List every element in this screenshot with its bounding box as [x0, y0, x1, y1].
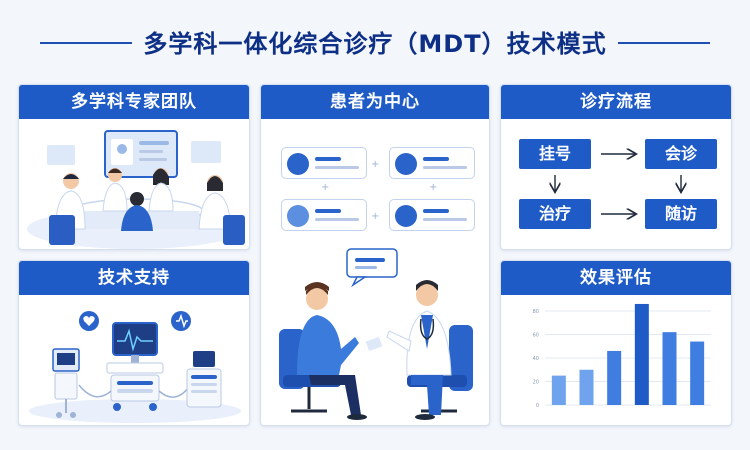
- medical-equipment-illustration: [29, 311, 241, 423]
- panel-evaluation-title: 效果评估: [501, 261, 731, 295]
- process-step-treatment: 治疗: [519, 199, 591, 229]
- info-card-record: [389, 147, 475, 179]
- doctor-patient-consultation-illustration: [279, 248, 473, 420]
- info-card-patient: [281, 147, 367, 179]
- connector-dot: +: [371, 159, 380, 170]
- connector-dot: +: [321, 182, 330, 193]
- title-right-rule: [618, 42, 710, 44]
- panel-tech: 技术支持: [18, 260, 250, 426]
- panel-team: 多学科专家团队: [18, 84, 250, 250]
- y-tick-label: 20: [533, 380, 539, 386]
- panel-evaluation: 效果评估 0 20 40 60 80: [500, 260, 732, 426]
- patient-icon: [287, 153, 309, 175]
- panel-team-title: 多学科专家团队: [19, 85, 249, 119]
- info-card-care: [389, 199, 475, 231]
- info-card-profile: [281, 199, 367, 231]
- chart-bar: [607, 350, 622, 405]
- evaluation-bar-chart: 0 20 40 60 80: [533, 303, 711, 409]
- panel-patient: 患者为中心 + + + +: [260, 84, 490, 426]
- chart-bar: [579, 369, 594, 405]
- title-left-rule: [40, 42, 132, 44]
- header: 多学科一体化综合诊疗（MDT）技术模式: [0, 0, 750, 72]
- clipboard-icon: [395, 153, 417, 175]
- y-tick-label: 60: [533, 333, 539, 339]
- heart-shield-icon: [395, 205, 417, 227]
- process-arrows: [501, 119, 732, 250]
- panel-tech-title: 技术支持: [19, 261, 249, 295]
- y-tick-label: 40: [533, 356, 539, 362]
- chart-bar: [662, 332, 677, 405]
- chart-bar: [690, 341, 705, 405]
- panel-process-title: 诊疗流程: [501, 85, 731, 119]
- process-step-register: 挂号: [519, 139, 591, 169]
- y-tick-label: 80: [533, 309, 539, 315]
- connector-dot: +: [371, 211, 380, 222]
- panel-process: 诊疗流程 挂号 会诊 治疗 随访: [500, 84, 732, 250]
- chart-bar: [551, 375, 566, 405]
- chart-bar: [634, 303, 649, 405]
- user-icon: [287, 205, 309, 227]
- connector-dot: +: [429, 182, 438, 193]
- process-step-consult: 会诊: [645, 139, 717, 169]
- panel-patient-title: 患者为中心: [261, 85, 489, 119]
- page-title: 多学科一体化综合诊疗（MDT）技术模式: [143, 30, 607, 58]
- doctors-meeting-illustration: [27, 130, 245, 249]
- process-step-followup: 随访: [645, 199, 717, 229]
- y-tick-label: 0: [536, 403, 539, 409]
